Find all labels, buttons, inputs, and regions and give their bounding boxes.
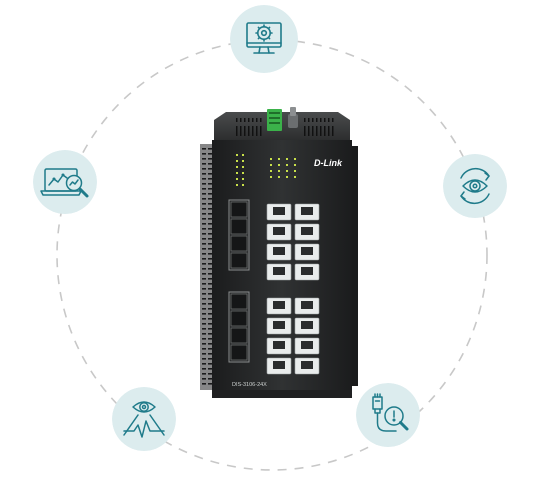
status-leds-right [270, 158, 296, 178]
analytics-search-icon [33, 150, 97, 214]
status-leds-left [236, 154, 244, 186]
eye-rotate-circle [443, 154, 507, 218]
eye-rotate-icon [443, 154, 507, 218]
cable-diagnostic-icon [356, 383, 420, 447]
switch-bottom-ledge [212, 390, 352, 398]
switch-side-vents-right [352, 146, 358, 386]
switch-top-vents-left [236, 118, 262, 138]
model-label: DIS-3106-24X [232, 382, 267, 388]
sfp-ports [228, 199, 250, 363]
analytics-search-circle [33, 150, 97, 214]
rj45-ports-lower [266, 297, 320, 375]
console-port [288, 114, 298, 128]
monitor-settings-icon [230, 5, 298, 73]
switch-top-vents-right [304, 118, 334, 138]
dashed-orbit-ring [56, 39, 488, 471]
eye-signal-icon [112, 387, 176, 451]
brand-logo: D-Link [314, 158, 343, 168]
eye-signal-circle [112, 387, 176, 451]
network-switch: D-Link [200, 107, 358, 398]
rj45-ports-upper [266, 203, 320, 281]
power-terminal-block [267, 109, 282, 131]
